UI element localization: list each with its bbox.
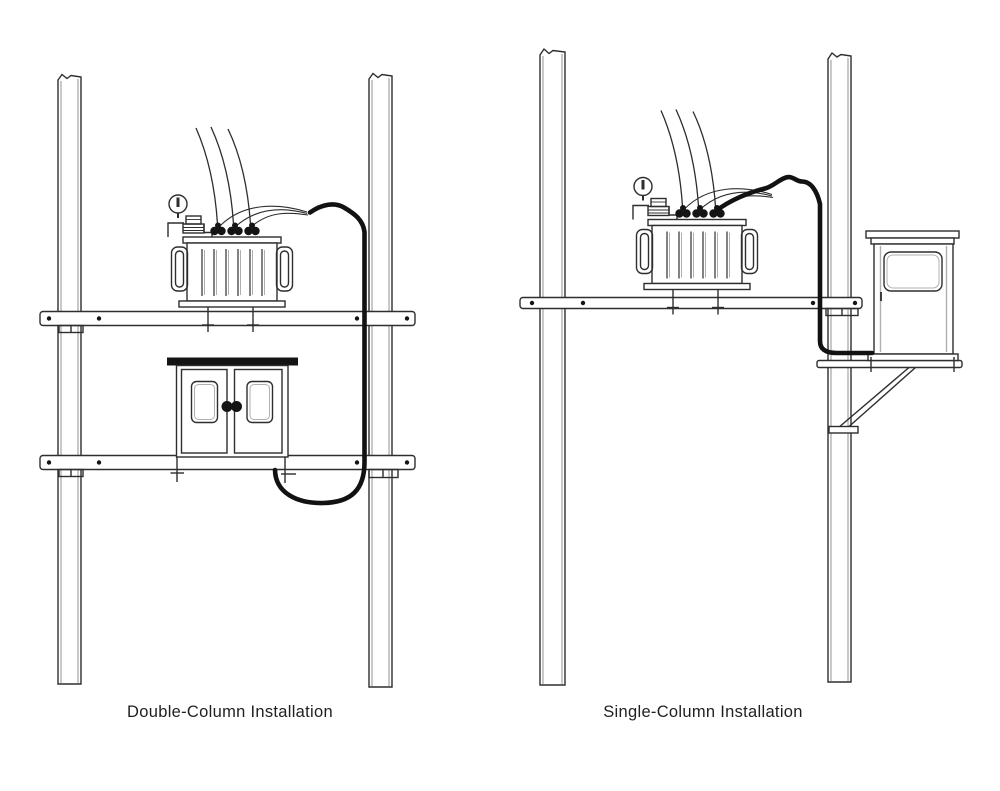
door-knob <box>231 401 242 412</box>
cabinet-base <box>867 353 959 362</box>
shelf-strut <box>828 366 916 434</box>
caption-double-column: Double-Column Installation <box>127 703 333 721</box>
bolt <box>46 460 52 465</box>
pole-right <box>368 72 393 688</box>
box-legs <box>170 457 296 483</box>
service-cable <box>713 174 875 356</box>
service-cable <box>272 202 367 506</box>
box-roof <box>167 357 298 366</box>
cabinet-cap <box>865 230 960 239</box>
strut-bracket <box>828 425 859 434</box>
bolt <box>96 460 102 465</box>
door-knob <box>221 401 233 412</box>
crossarm-lower <box>39 454 416 479</box>
bolt <box>404 316 410 321</box>
bolt <box>46 316 52 321</box>
bolt <box>529 300 535 306</box>
box-body <box>175 364 289 458</box>
bolt <box>852 300 858 306</box>
crossarm <box>519 296 863 317</box>
caption-single-column: Single-Column Installation <box>603 703 803 721</box>
door-panel-window <box>246 380 274 424</box>
bolt <box>354 460 360 465</box>
cabinet-body <box>873 243 954 355</box>
transformer <box>166 125 310 334</box>
transformer <box>631 108 775 316</box>
metering-cabinet <box>816 230 963 434</box>
cabinet-cap-lower <box>870 237 955 245</box>
pole-left <box>57 73 82 685</box>
pole-left <box>539 47 566 686</box>
cabinet-window <box>883 251 943 292</box>
cabinet-shelf <box>816 359 963 369</box>
bolt <box>354 316 360 321</box>
single-column-diagram <box>519 47 963 686</box>
bolt <box>96 316 102 321</box>
bolt <box>580 300 586 306</box>
bolt <box>404 460 410 465</box>
distribution-box <box>167 357 298 483</box>
double-column-diagram <box>39 72 416 688</box>
bolt <box>810 300 816 306</box>
door-panel-window <box>190 380 219 424</box>
crossarm-upper <box>39 310 416 334</box>
